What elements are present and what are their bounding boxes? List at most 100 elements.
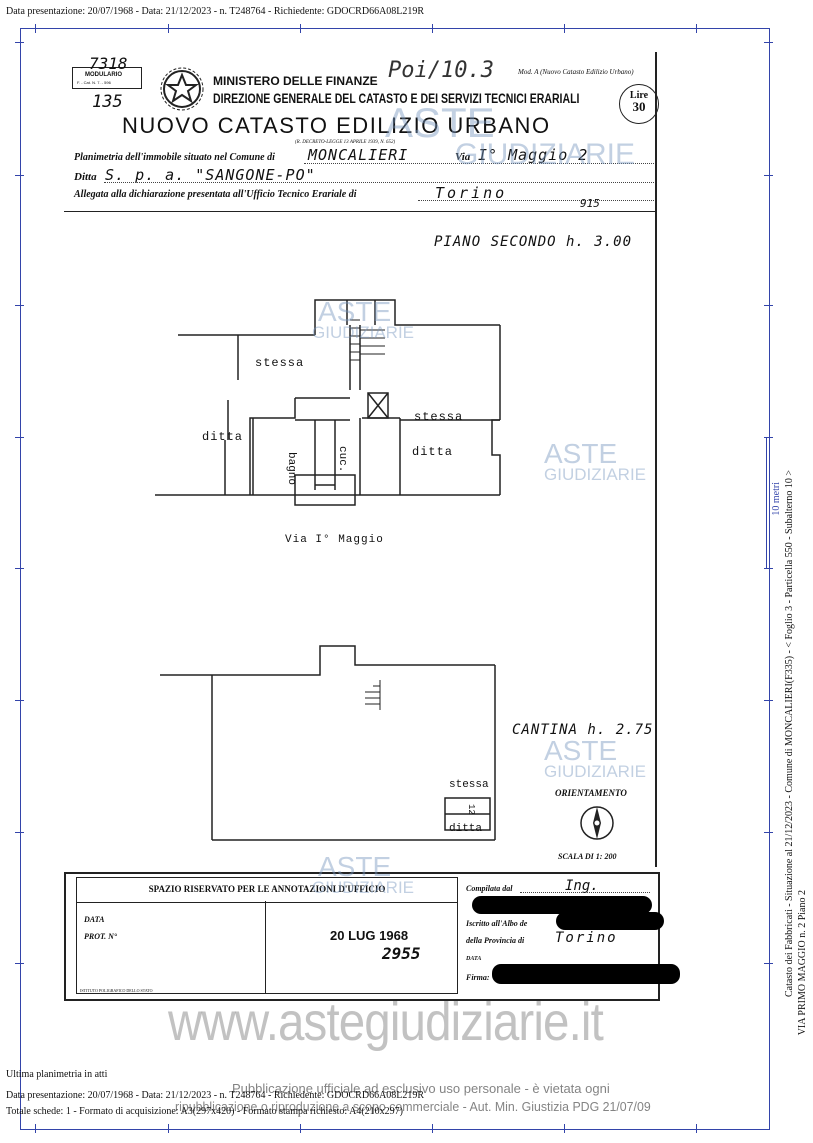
cellar-number: 12 [466,804,476,815]
watermark-giudiziarie: GIUDIZIARIE [312,878,415,897]
via-value: I° Maggio 2 [478,146,589,164]
frame-tick [15,437,24,438]
frame-tick [15,305,24,306]
stamp-value: 30 [632,99,646,114]
watermark-notice: Pubblicazione ufficiale ad esclusivo uso… [232,1081,610,1096]
ufficio-value: Torino [435,184,508,202]
handwritten-note: Poi/10.3 [388,58,494,83]
frame-tick [764,437,773,438]
frame-tick [432,1124,433,1133]
provincia-label: della Provincia di [466,936,525,945]
cadastral-sheet [40,52,657,867]
watermark-giudiziarie: GIUDIZIARIE [544,762,647,781]
annotations-divider [265,901,266,993]
scale-bar [766,437,767,569]
ministry-name: MINISTERO DELLE FINANZE [213,74,378,88]
dotted-line [104,182,654,183]
data-label: DATA [84,915,105,924]
frame-tick [764,832,773,833]
page-title: NUOVO CATASTO EDILIZIO URBANO [122,113,551,138]
header-line: Data presentazione: 20/07/1968 - Data: 2… [6,6,425,17]
annotations-body [76,901,458,994]
room-label-bagno: bagno [285,452,297,486]
frame-tick [764,42,773,43]
frame-tick [300,24,301,33]
watermark-aste: ASTE [318,296,392,327]
printer-credit: ISTITUTO POLIGRAFICO DELLO STATO [80,988,153,993]
frame-tick [764,963,773,964]
comune-value: MONCALIERI [308,146,409,164]
modulario-sub: F. - Cat. N. 7. - 596 [77,80,111,85]
firma-label: Firma: [466,973,490,982]
albo-label: Iscritto all'Albo de [466,919,528,928]
watermark-giudiziarie: GIUDIZIARIE [312,323,415,342]
republic-emblem-icon [160,67,204,111]
watermark-notice: ripubblicazione o riproduzione a scopo c… [175,1099,651,1114]
frame-tick [15,963,24,964]
watermark-aste: ASTE [318,851,392,882]
ditta-value: S. p. a. "SANGONE-PO" [105,166,316,184]
frame-tick [35,24,36,33]
cellar-label: CANTINA h. 2.75 [512,722,654,738]
annotations-box [64,872,660,1001]
watermark-giudiziarie: GIUDIZIARIE [455,138,636,171]
frame-tick [300,1124,301,1133]
modulario-number: 7318 [89,54,128,73]
frame-tick [564,1124,565,1133]
sheet-number: 915 [580,197,600,210]
footer-line: Data presentazione: 20/07/1968 - Data: 2… [6,1090,425,1101]
frame-tick [696,24,697,33]
scale-label: SCALA DI 1: 200 [558,852,617,861]
dotted-line [520,892,650,893]
decree-ref: (R. DECRETO-LEGGE 13 APRILE 1939, N. 652… [295,140,396,145]
side-info-line: VIA PRIMO MAGGIO n. 2 Piano 2 [797,890,808,1036]
floor-label: PIANO SECONDO h. 3.00 [434,234,633,250]
annotations-title-box: SPAZIO RISERVATO PER LE ANNOTAZIONI D'UF… [76,877,458,903]
page-frame [20,28,770,1130]
frame-tick [15,568,24,569]
stamp-label: Lire [629,90,649,101]
frame-tick [764,700,773,701]
redaction-bar [472,896,652,914]
ufficio-label: Allegata alla dichiarazione presentata a… [74,189,357,200]
ditta-label: Ditta [74,171,97,183]
form-model: Mod. A (Nuovo Catasto Edilizio Urbano) [518,68,634,76]
frame-tick [764,305,773,306]
dotted-line [418,200,654,201]
compass-icon [580,806,614,840]
watermark-aste: ASTE [385,99,495,146]
data-right-label: DATA [466,956,482,962]
modulario-box: 7318 MODULARIO F. - Cat. N. 7. - 596 [72,54,142,89]
frame-tick [15,700,24,701]
last-plan-note: Ultima planimetria in atti [6,1069,108,1080]
frame-tick [15,832,24,833]
redaction-bar [492,964,680,984]
watermark-site: www.astegiudiziarie.it [168,992,604,1052]
room-label-stessa: stessa [255,356,305,370]
room-label-ditta: ditta [412,445,454,459]
annotations-title: SPAZIO RISERVATO PER LE ANNOTAZIONI D'UF… [148,884,386,894]
via-label: Via [455,151,471,163]
frame-tick [15,175,24,176]
direction-name: DIREZIONE GENERALE DEL CATASTO E DEI SER… [213,91,580,106]
footer-line: Totale schede: 1 - Formato di acquisizio… [6,1106,403,1117]
cellar-room-stessa: stessa [449,779,489,791]
prot-label: PROT. N° [84,932,118,941]
frame-tick [168,24,169,33]
compilata-value: Ing. [565,878,599,894]
redaction-bar [556,912,664,930]
watermark-aste: ASTE [544,735,618,766]
frame-tick [432,24,433,33]
header-rule [64,211,655,212]
room-label-kitchen: cuc. [336,446,348,473]
floor-plan-drawing [155,299,501,506]
modulario-label: MODULARIO [85,72,122,78]
corner-number: 135 [92,92,123,112]
compilata-label: Compilata dal [466,884,513,893]
provincia-value: Torino [555,930,618,946]
frame-tick [15,42,24,43]
scale-bar-label: 10 metri [771,482,782,516]
cellar-plan-drawing [160,645,496,841]
frame-tick [35,1124,36,1133]
street-label: Via I° Maggio [285,534,384,546]
